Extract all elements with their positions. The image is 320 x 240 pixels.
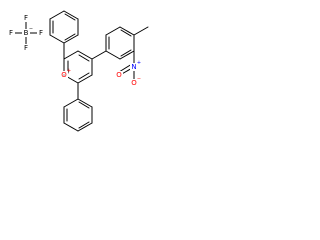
- pyrylium-charge-label: +: [67, 68, 71, 74]
- bond-c5-c6-double: [78, 72, 90, 80]
- bond-n-o-double-2: [118, 63, 133, 73]
- aryl-bond-5: [119, 50, 135, 60]
- nitro-nitrogen-label: N: [131, 63, 136, 71]
- nitro-oxygen-single-label: O: [131, 79, 137, 87]
- bond-c5-c6: [77, 74, 93, 84]
- nitro-oxygen-double-label: O: [116, 71, 122, 79]
- phenyl-top-double-2: [64, 13, 76, 21]
- aryl-bond-6: [105, 50, 121, 60]
- pyrylium-ring: O +: [60, 50, 93, 84]
- boron-atom-label: B: [24, 29, 29, 37]
- phenyl-lower-bond-4: [77, 122, 93, 132]
- aryl-double-2: [120, 29, 132, 37]
- bond-c4-aryl: [91, 50, 107, 60]
- aryl-bond-3: [119, 26, 135, 36]
- phenyl-lower-double-3: [78, 101, 90, 109]
- bond-c3-c4: [77, 50, 93, 60]
- tetrafluoroborate-anion: B − F F F F: [7, 14, 45, 52]
- nitro-oxygen-charge: −: [137, 76, 141, 82]
- fluorine-atom-label-top: F: [24, 14, 28, 22]
- aryl-bond-2: [105, 26, 121, 36]
- boron-charge-label: −: [29, 26, 33, 32]
- phenyl-lower-bond-3: [63, 122, 79, 132]
- phenyl-lower-bond-6: [77, 98, 93, 108]
- fluorine-atom-label-bottom: F: [24, 44, 28, 52]
- methyl-nitrophenyl-ring: [91, 26, 149, 60]
- phenyl-top-bond-1: [49, 34, 65, 44]
- phenyl-top-bond-3: [49, 10, 65, 20]
- bond-c2-c3: [63, 50, 79, 60]
- bond-c3-c4-double: [78, 54, 90, 62]
- phenyl-ring-lower: [63, 98, 93, 132]
- chemical-structure-diagram: B − F F F F O +: [7, 10, 149, 132]
- phenyl-ring-top: [49, 10, 79, 60]
- phenyl-top-bond-6: [63, 34, 79, 44]
- fluorine-atom-label-left: F: [9, 29, 13, 37]
- aryl-double-3: [120, 49, 132, 57]
- bond-methyl: [133, 26, 149, 36]
- nitro-group: N + O O −: [115, 50, 141, 87]
- phenyl-lower-bond-1: [63, 98, 79, 108]
- fluorine-atom-label-right: F: [39, 29, 43, 37]
- phenyl-top-double-3: [64, 33, 76, 41]
- phenyl-lower-double-2: [78, 121, 90, 129]
- nitro-nitrogen-charge: +: [137, 60, 141, 66]
- phenyl-top-bond-4: [63, 10, 79, 20]
